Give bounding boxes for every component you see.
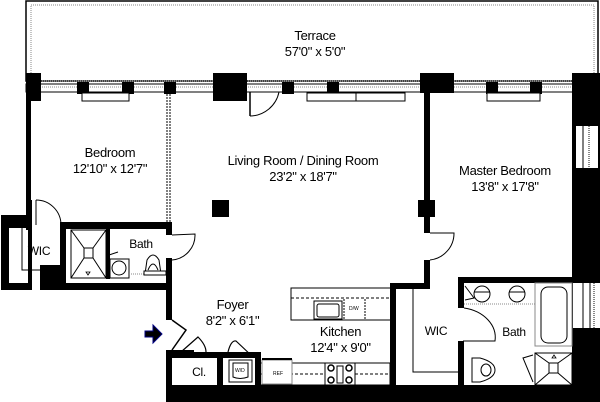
refrigerator-label: REF xyxy=(273,371,283,377)
room-name: Bath xyxy=(502,325,526,339)
room-dimensions: 8'2" x 6'1" xyxy=(205,313,260,328)
master-bedroom-wall xyxy=(390,92,455,388)
room-dimensions: 12'10" x 12'7" xyxy=(72,161,148,176)
terrace-door xyxy=(249,91,280,117)
column xyxy=(212,200,229,217)
room-name: WIC xyxy=(27,244,51,258)
room-name: Master Bedroom xyxy=(459,163,551,178)
room-label-living-dining: Living Room / Dining Room 23'2" x 18'7" xyxy=(213,153,393,185)
room-label-closet: Cl. xyxy=(186,364,212,380)
room-label-bedroom: Bedroom 12'10" x 12'7" xyxy=(55,145,165,177)
room-name: Kitchen xyxy=(319,324,362,339)
room-dimensions: 57'0" x 5'0" xyxy=(284,44,346,59)
room-label-wic-master: WIC xyxy=(418,323,454,339)
room-label-bath-master: Bath xyxy=(496,324,532,340)
washer-dryer-label: W/D xyxy=(235,368,245,374)
bedroom-wic-bath-block xyxy=(1,199,196,290)
exterior-walls xyxy=(26,92,600,402)
room-name: Terrace xyxy=(294,28,336,43)
room-name: Cl. xyxy=(192,365,206,379)
master-wic-bath xyxy=(412,277,573,388)
room-name: WIC xyxy=(424,324,448,338)
room-label-bath-bedroom: Bath xyxy=(124,236,158,252)
room-label-terrace: Terrace 57'0" x 5'0" xyxy=(265,28,365,60)
room-dimensions: 23'2" x 18'7" xyxy=(269,169,337,184)
room-name: Bath xyxy=(129,237,153,251)
dishwasher-label: D/W xyxy=(349,306,359,312)
room-dimensions: 13'8" x 17'8" xyxy=(471,179,539,194)
room-name: Living Room / Dining Room xyxy=(227,153,379,168)
room-name: Foyer xyxy=(216,297,249,312)
entry-arrow-icon xyxy=(144,323,163,345)
room-label-foyer: Foyer 8'2" x 6'1" xyxy=(195,297,270,329)
room-dimensions: 12'4" x 9'0" xyxy=(310,340,371,355)
room-label-kitchen: Kitchen 12'4" x 9'0" xyxy=(298,324,383,356)
terrace-outline xyxy=(25,0,599,82)
bedroom-partition xyxy=(166,94,171,222)
room-label-wic-bedroom: WIC xyxy=(22,243,56,259)
room-name: Bedroom xyxy=(84,145,136,160)
foyer-closets xyxy=(166,288,396,388)
facade-window-wall xyxy=(25,73,600,126)
room-label-master-bedroom: Master Bedroom 13'8" x 17'8" xyxy=(445,163,565,195)
